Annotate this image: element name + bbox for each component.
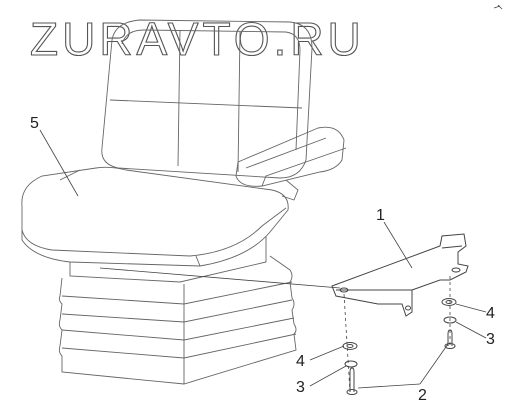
assembly-guide-line (99, 267, 341, 289)
leader-4-right (455, 303, 487, 313)
mounting-bracket (331, 233, 469, 317)
seat-backrest (101, 19, 313, 179)
washer-left-upper (342, 342, 358, 350)
washer-right-upper-hole (445, 300, 453, 304)
watermark-text: ZURAVTO.RU (30, 13, 365, 65)
callout-5: 5 (30, 115, 39, 132)
axis-line-left (343, 293, 351, 393)
seat-armrest (235, 126, 347, 201)
leader-4-left (309, 345, 345, 361)
callout-3-right: 3 (486, 331, 495, 348)
callout-3-left: 3 (296, 379, 305, 396)
washer-left-upper-hole (346, 344, 354, 348)
callout-1: 1 (376, 207, 385, 224)
leader-1 (383, 221, 413, 269)
callout-4-right: 4 (486, 305, 495, 322)
washer-right-lower (443, 316, 457, 324)
callout-2: 2 (418, 387, 427, 404)
washer-right-upper (441, 298, 457, 306)
seat-cushion (21, 166, 289, 267)
leader-3-right (455, 321, 487, 339)
leader-5 (39, 129, 79, 197)
leader-2-right (419, 343, 449, 385)
corner-mark-icon (493, 4, 503, 10)
leader-2-left (357, 383, 421, 389)
seat-bellows (58, 236, 297, 385)
leader-3-left (309, 365, 347, 387)
callout-4-left: 4 (296, 353, 305, 370)
washer-left-lower (344, 360, 358, 368)
bolt-left (346, 367, 358, 395)
